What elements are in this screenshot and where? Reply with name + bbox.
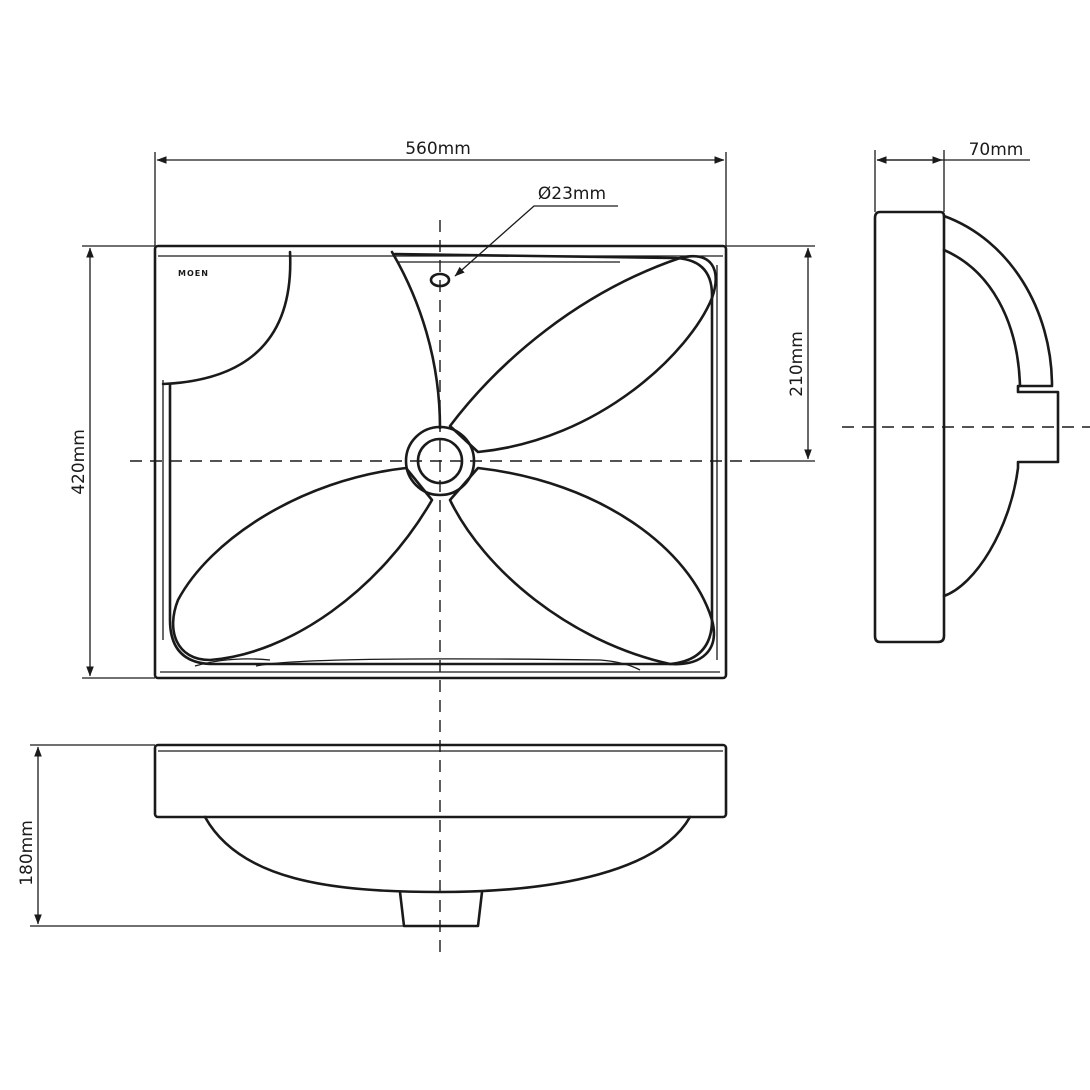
top-view: MOEN [153,244,728,680]
leader-line [454,205,618,277]
front-view [153,743,728,928]
dimension-label-overall-height: 180mm [17,820,37,886]
dimension-half-height: 210mm [726,245,815,462]
petal-lower-left [171,466,434,662]
dimension-overall-height: 180mm [17,744,404,927]
side-rim [873,210,946,644]
side-bowl-outer [942,214,1060,598]
corner-arc [161,250,292,386]
petal-upper-right [448,255,717,454]
dimension-label-width: 560mm [405,139,471,159]
brand-logo: MOEN [178,269,209,278]
bowl-outline [168,252,714,666]
dimension-drain: Ø23mm [454,184,618,277]
bottom-curve-mid [255,658,641,671]
dimension-width: 560mm [154,139,727,246]
overflow-channel [390,250,442,430]
front-bowl [203,815,692,894]
side-view [873,210,1060,644]
front-drain-spigot [398,890,484,928]
center-lines [130,220,1090,955]
dimension-label-half-height: 210mm [787,331,807,397]
dimension-label-depth: 70mm [969,140,1024,160]
dimension-side-depth: 70mm [874,140,1030,212]
dimension-label-drain: Ø23mm [538,184,606,204]
dimension-label-height: 420mm [69,429,89,495]
side-bowl-inner [942,248,1022,388]
bottom-curve-left [194,658,271,667]
petal-lower-right [448,466,716,666]
dimension-height: 420mm [69,245,155,679]
